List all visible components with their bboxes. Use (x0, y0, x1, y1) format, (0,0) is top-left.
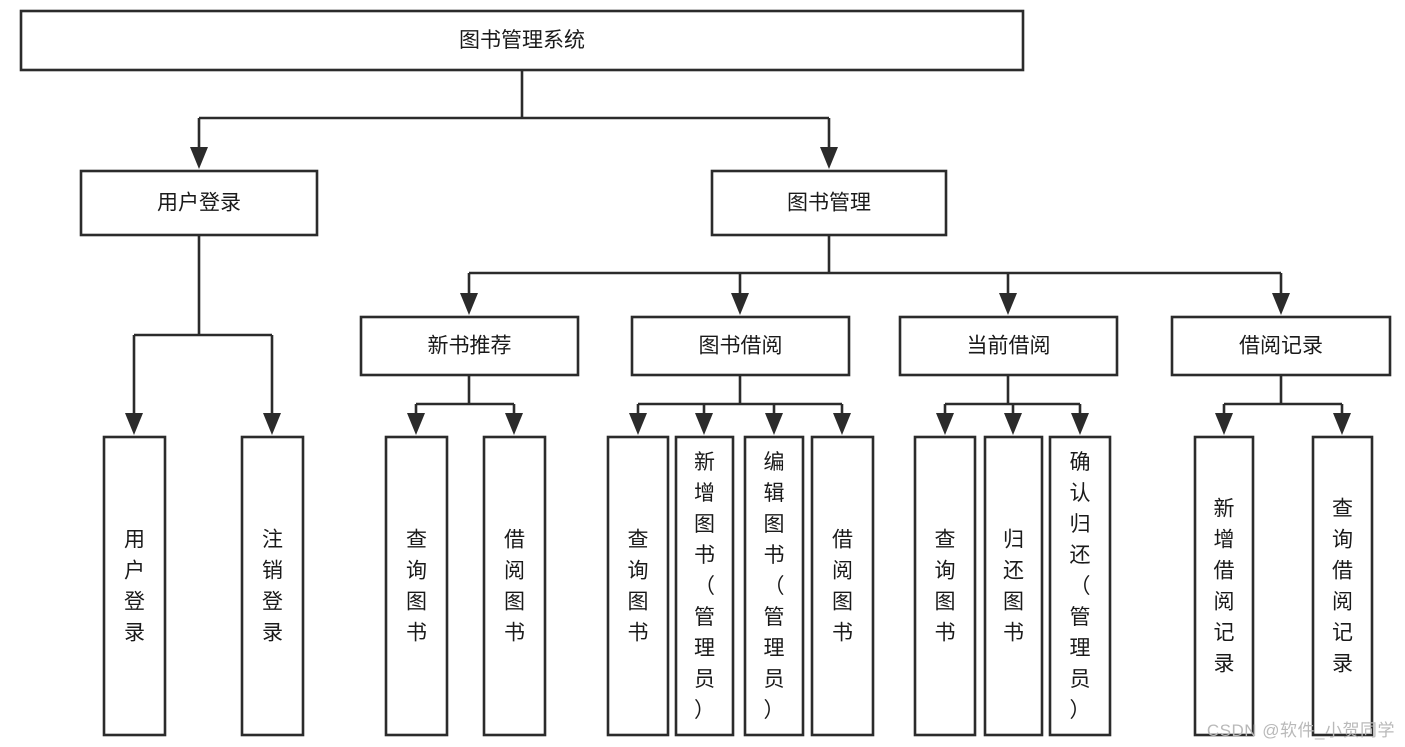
node-root[interactable]: 图书管理系统 (19, 9, 1025, 72)
arrow-head (629, 413, 647, 435)
arrow-head (1272, 293, 1290, 315)
arrow-head (1071, 413, 1089, 435)
node-leaf-add-book-admin[interactable]: 新增图书（管理员） (674, 435, 735, 737)
node-box[interactable] (384, 435, 449, 737)
node-box[interactable] (983, 435, 1044, 737)
arrow-head (1215, 413, 1233, 435)
arrow-head (1333, 413, 1351, 435)
node-label: 图书管理 (787, 192, 871, 215)
node-box[interactable] (674, 435, 735, 737)
node-label: 查询图书 (628, 529, 649, 645)
arrow-head (936, 413, 954, 435)
node-leaf-add-borrow-record[interactable]: 新增借阅记录 (1193, 435, 1255, 737)
node-box[interactable] (359, 315, 580, 377)
node-label: 查询图书 (406, 529, 427, 645)
arrow-head (505, 413, 523, 435)
node-leaf-query-borrow-record[interactable]: 查询借阅记录 (1311, 435, 1374, 737)
node-box[interactable] (606, 435, 670, 737)
node-box[interactable] (630, 315, 851, 377)
arrow-head (460, 293, 478, 315)
node-box[interactable] (710, 169, 948, 237)
node-new-book-recommend[interactable]: 新书推荐 (359, 315, 580, 377)
node-label: 借阅图书 (504, 529, 525, 645)
node-box[interactable] (810, 435, 875, 737)
node-book-management[interactable]: 图书管理 (710, 169, 948, 237)
node-leaf-borrow-book-rec[interactable]: 借阅图书 (482, 435, 547, 737)
node-current-borrow[interactable]: 当前借阅 (898, 315, 1119, 377)
arrow-head (125, 413, 143, 435)
node-label: 新增借阅记录 (1214, 498, 1235, 676)
node-label: 查询借阅记录 (1332, 498, 1353, 676)
node-box[interactable] (240, 435, 305, 737)
node-box[interactable] (1193, 435, 1255, 737)
arrow-head (731, 293, 749, 315)
node-book-borrow[interactable]: 图书借阅 (630, 315, 851, 377)
node-box[interactable] (1170, 315, 1392, 377)
node-label: 用户登录 (124, 529, 145, 645)
node-box[interactable] (898, 315, 1119, 377)
node-leaf-user-login[interactable]: 用户登录 (102, 435, 167, 737)
node-box[interactable] (1048, 435, 1112, 737)
node-borrow-record[interactable]: 借阅记录 (1170, 315, 1392, 377)
node-label: 新书推荐 (428, 335, 512, 358)
node-leaf-query-book-borrow[interactable]: 查询图书 (606, 435, 670, 737)
node-label: 借阅记录 (1239, 335, 1323, 358)
node-box[interactable] (1311, 435, 1374, 737)
node-box[interactable] (102, 435, 167, 737)
node-box[interactable] (743, 435, 805, 737)
arrow-head (190, 147, 208, 169)
node-label: 确认归还（管理员） (1070, 451, 1091, 722)
node-label: 注销登录 (262, 529, 283, 645)
arrow-head (263, 413, 281, 435)
arrow-head (820, 147, 838, 169)
node-label: 新增图书（管理员） (694, 451, 715, 722)
node-box[interactable] (482, 435, 547, 737)
node-leaf-query-book-current[interactable]: 查询图书 (913, 435, 977, 737)
node-user-login[interactable]: 用户登录 (79, 169, 319, 237)
node-label: 归还图书 (1003, 529, 1024, 645)
node-leaf-logout-login[interactable]: 注销登录 (240, 435, 305, 737)
node-label: 图书借阅 (699, 335, 783, 358)
arrow-head (1004, 413, 1022, 435)
watermark-label: CSDN @软件_小贺同学 (1206, 721, 1395, 740)
arrow-head (407, 413, 425, 435)
node-label: 用户登录 (157, 192, 241, 215)
node-leaf-return-book[interactable]: 归还图书 (983, 435, 1044, 737)
node-box[interactable] (913, 435, 977, 737)
node-box[interactable] (19, 9, 1025, 72)
node-label: 借阅图书 (832, 529, 853, 645)
node-layer: 图书管理系统用户登录图书管理新书推荐图书借阅当前借阅借阅记录用户登录注销登录查询… (19, 9, 1392, 737)
node-leaf-borrow-book[interactable]: 借阅图书 (810, 435, 875, 737)
arrow-head (833, 413, 851, 435)
arrow-head (765, 413, 783, 435)
node-box[interactable] (79, 169, 319, 237)
node-label: 查询图书 (935, 529, 956, 645)
node-label: 图书管理系统 (459, 29, 585, 52)
node-leaf-confirm-return-admin[interactable]: 确认归还（管理员） (1048, 435, 1112, 737)
arrow-head (695, 413, 713, 435)
node-label: 当前借阅 (967, 335, 1051, 358)
connector-layer (125, 70, 1351, 435)
arrow-head (999, 293, 1017, 315)
node-label: 编辑图书（管理员） (764, 451, 785, 722)
node-leaf-query-book-rec[interactable]: 查询图书 (384, 435, 449, 737)
node-leaf-edit-book-admin[interactable]: 编辑图书（管理员） (743, 435, 805, 737)
